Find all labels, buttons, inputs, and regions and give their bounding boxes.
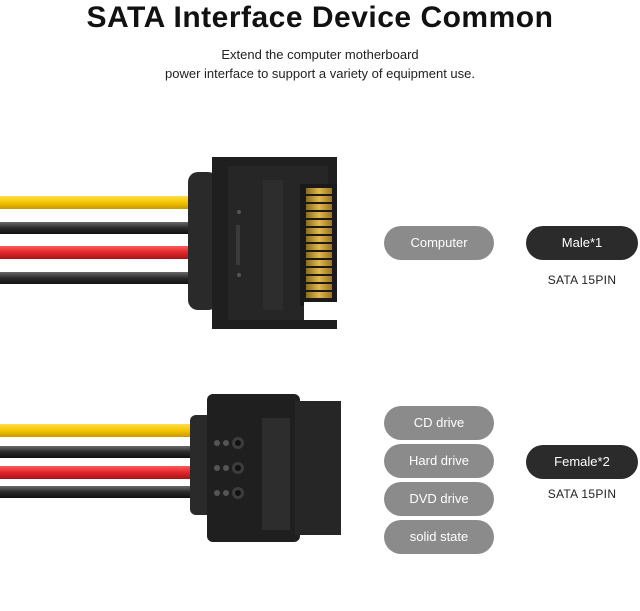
page-title: SATA Interface Device Common (86, 1, 554, 34)
male-connector-label: Male*1 (526, 226, 638, 260)
wire-black (0, 486, 200, 498)
wire-red (0, 246, 200, 259)
male-gold-pins (306, 188, 332, 298)
device-label-dvd-drive: DVD drive (384, 482, 494, 516)
male-connector (188, 157, 338, 329)
female-connector-group (0, 394, 341, 542)
wire-black (0, 272, 200, 284)
device-label-computer: Computer (384, 226, 494, 260)
male-connector-group (0, 157, 338, 329)
female-caption: SATA 15PIN (547, 487, 617, 501)
wire-yellow (0, 424, 200, 437)
female-pin-holes (214, 437, 244, 499)
female-connector (190, 394, 341, 542)
device-label-solid-state: solid state (384, 520, 494, 554)
device-label-hard-drive: Hard drive (384, 444, 494, 478)
male-caption: SATA 15PIN (547, 273, 617, 287)
male-wires (0, 196, 200, 284)
wire-red (0, 466, 200, 479)
wire-black (0, 446, 200, 458)
female-wires (0, 424, 200, 498)
subtitle-line-1: Extend the computer motherboard (221, 47, 419, 62)
female-connector-label: Female*2 (526, 445, 638, 479)
wire-yellow (0, 196, 200, 209)
subtitle-line-2: power interface to support a variety of … (164, 66, 475, 81)
device-label-cd-drive: CD drive (384, 406, 494, 440)
wire-black (0, 222, 200, 234)
